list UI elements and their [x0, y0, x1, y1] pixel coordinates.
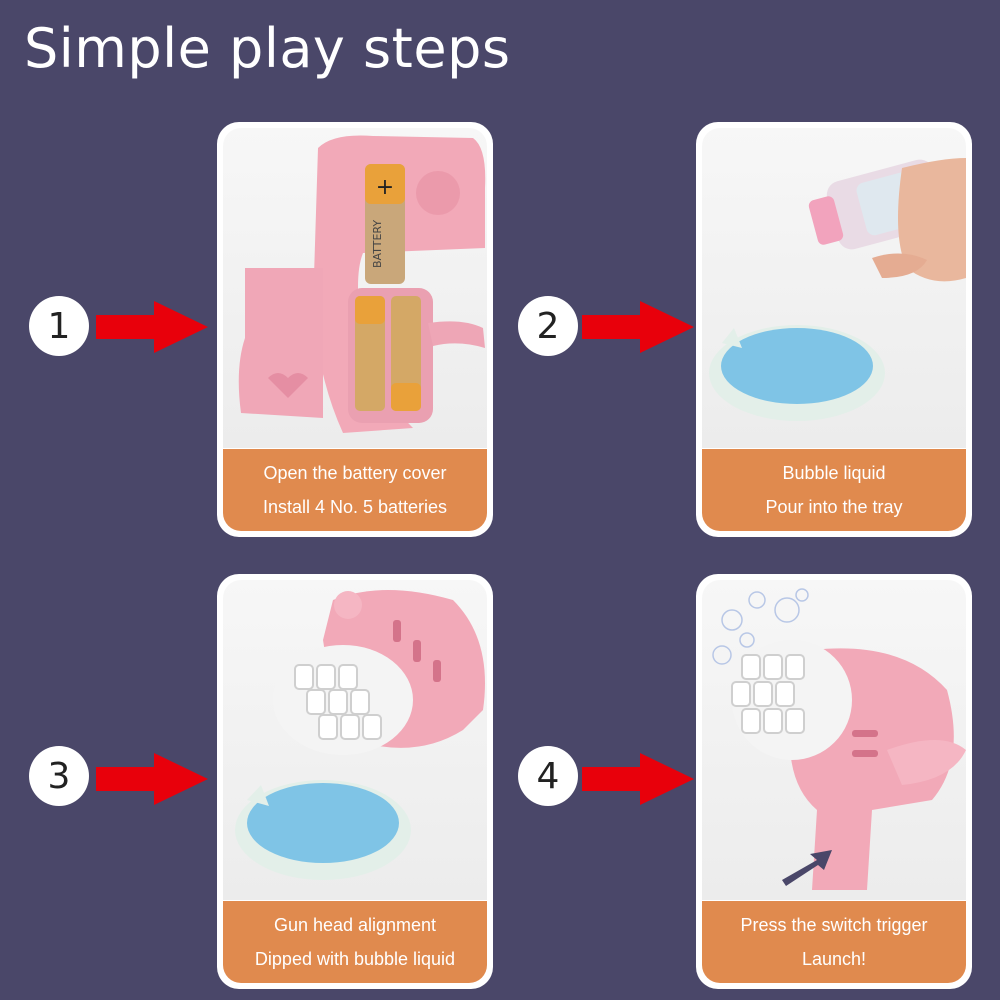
step-2-line-2: Pour into the tray — [765, 497, 903, 517]
step-4-badge: 4 — [518, 746, 578, 806]
step-1-badge: 1 — [29, 296, 89, 356]
step-2-arrow-icon — [582, 301, 694, 353]
step-2-card: Bubble liquid Pour into the tray — [696, 122, 972, 537]
step-3-caption: Gun head alignment Dipped with bubble li… — [223, 901, 487, 983]
svg-text:+: + — [376, 175, 394, 200]
step-4-caption: Press the switch trigger Launch! — [702, 901, 966, 983]
step-4-line-2: Launch! — [801, 949, 867, 969]
step-3-badge: 3 — [29, 746, 89, 806]
step-4-arrow-icon — [582, 753, 694, 805]
step-1-arrow-icon — [96, 301, 208, 353]
launch-bubbles-illustration — [702, 580, 966, 900]
step-3-line-1: Gun head alignment — [273, 915, 437, 935]
step-3-line-2: Dipped with bubble liquid — [254, 949, 456, 969]
step-1-card: + BATTERY Open the battery cover Install… — [217, 122, 493, 537]
step-1-line-2: Install 4 No. 5 batteries — [262, 497, 448, 517]
step-3-arrow-icon — [96, 753, 208, 805]
dip-gun-illustration — [223, 580, 487, 900]
step-1-caption: Open the battery cover Install 4 No. 5 b… — [223, 449, 487, 531]
step-2-badge: 2 — [518, 296, 578, 356]
battery-install-illustration: + BATTERY — [223, 128, 487, 448]
step-2-caption: Bubble liquid Pour into the tray — [702, 449, 966, 531]
step-4-card: Press the switch trigger Launch! — [696, 574, 972, 989]
page-title: Simple play steps — [24, 17, 511, 80]
step-1-line-1: Open the battery cover — [263, 463, 447, 483]
battery-label: BATTERY — [371, 220, 384, 268]
step-4-line-1: Press the switch trigger — [740, 915, 928, 935]
step-3-card: Gun head alignment Dipped with bubble li… — [217, 574, 493, 989]
pour-liquid-illustration — [702, 128, 966, 448]
step-2-line-1: Bubble liquid — [782, 463, 886, 483]
